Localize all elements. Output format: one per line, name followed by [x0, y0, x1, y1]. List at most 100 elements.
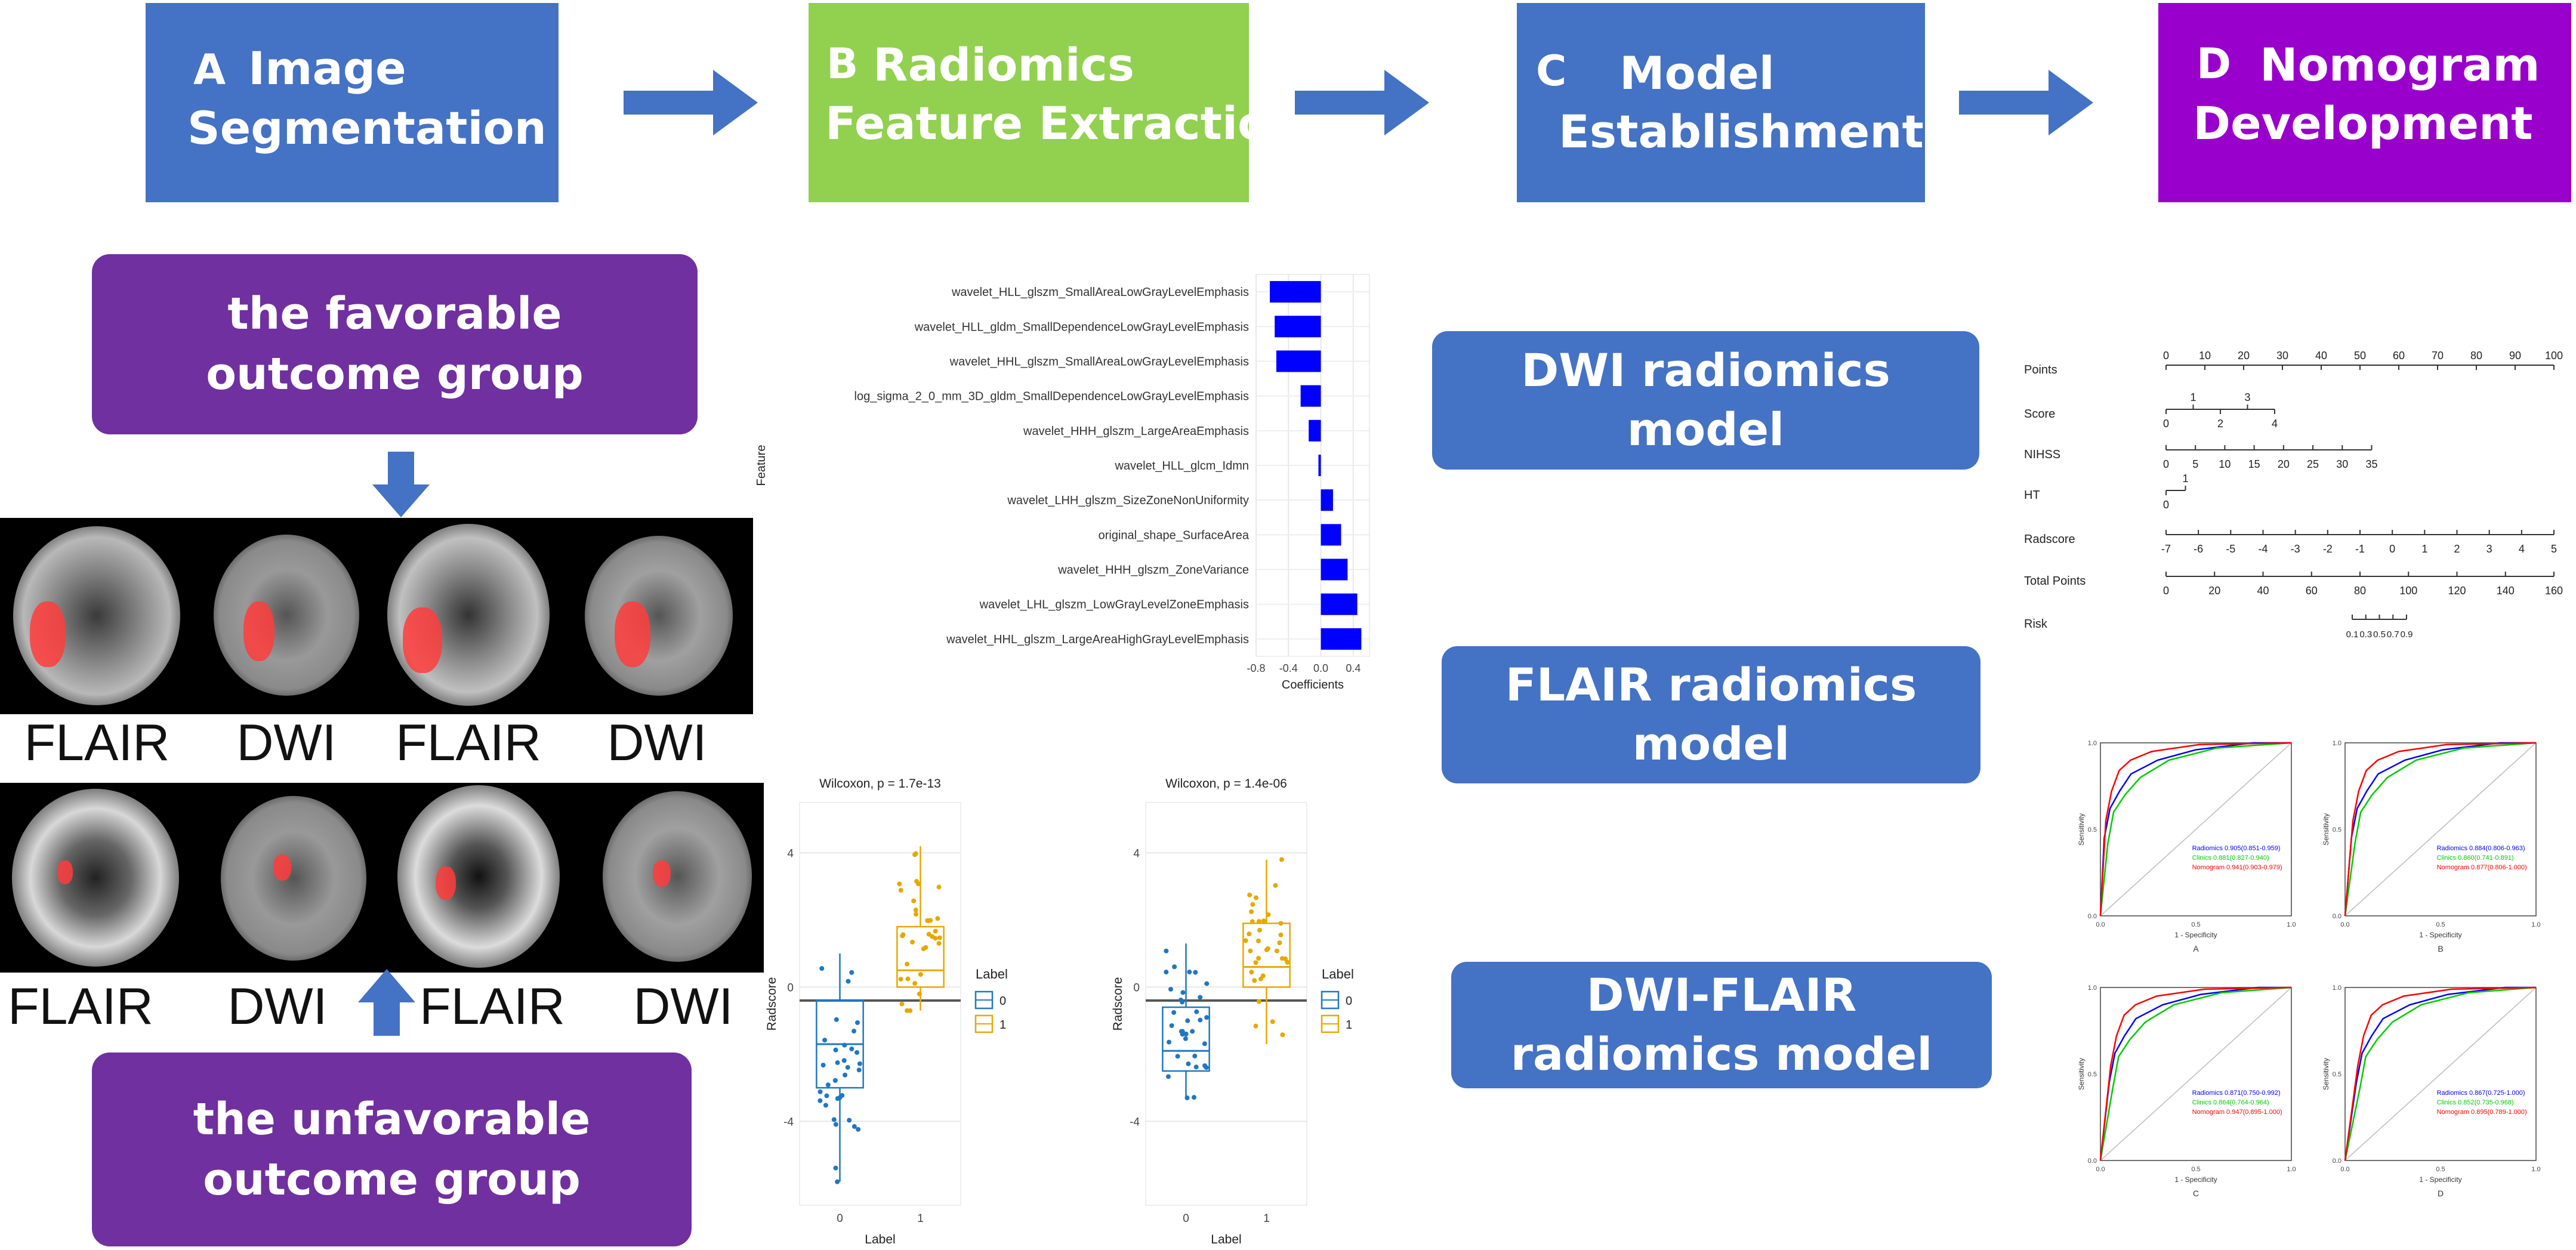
- data-point: [1253, 895, 1258, 900]
- mri-dwi-image: [591, 783, 764, 973]
- roc-tick-label: 0.5: [2333, 1071, 2341, 1078]
- feature-label: wavelet_HLL_glszm_SmallAreaLowGrayLevelE…: [951, 286, 1249, 299]
- coefficient-bar: [1321, 558, 1348, 581]
- data-point: [1193, 1064, 1199, 1070]
- nomogram-row-label: HT: [2024, 489, 2040, 502]
- data-point: [1186, 1061, 1191, 1067]
- coefficient-bar: [1321, 489, 1333, 511]
- data-point: [831, 1117, 837, 1122]
- mri-label: DWI: [633, 978, 733, 1035]
- roc-tick-label: 0.5: [2436, 921, 2445, 928]
- data-point: [1247, 892, 1252, 897]
- nomogram-row-label: Radscore: [2024, 533, 2075, 546]
- roc-y-label: Sensitivity: [2077, 1058, 2086, 1090]
- data-point: [936, 941, 942, 946]
- roc-tick-label: 1.0: [2088, 740, 2097, 747]
- stage-d-letter: D: [2196, 39, 2232, 88]
- data-point: [937, 935, 942, 940]
- data-point: [1247, 931, 1252, 937]
- roc-curve: [2344, 986, 2536, 1161]
- roc-tick-label: 1.0: [2531, 921, 2540, 928]
- data-point: [926, 931, 931, 937]
- data-point: [1180, 990, 1186, 995]
- nomogram-tick-label: 0: [2163, 350, 2169, 362]
- data-point: [1273, 882, 1278, 888]
- stage-b-line2: Feature Extraction: [825, 97, 1249, 150]
- unfavorable-group-line2: outcome group: [203, 1153, 581, 1205]
- nomogram-tick-label: 50: [2354, 350, 2366, 362]
- data-point: [1253, 960, 1258, 965]
- flair-model-line1: FLAIR radiomics: [1505, 658, 1917, 712]
- roc-y-label: Sensitivity: [2322, 813, 2330, 845]
- coefficient-bar: [1270, 281, 1321, 303]
- data-point: [1257, 927, 1263, 933]
- nomogram-tick-label: 20: [2238, 350, 2250, 362]
- data-point: [835, 1179, 840, 1184]
- feature-label: wavelet_LHL_glszm_LowGrayLevelZoneEmphas…: [979, 598, 1249, 612]
- data-point: [899, 1001, 905, 1007]
- data-point: [1171, 1010, 1177, 1015]
- data-point: [1204, 1015, 1210, 1020]
- data-point: [834, 1017, 839, 1022]
- roc-legend-label: Radiomics 0.871(0.750-0.992): [2192, 1089, 2281, 1097]
- nomogram-tick-label: 0: [2389, 543, 2395, 555]
- data-point: [930, 934, 935, 939]
- data-point: [854, 1020, 860, 1025]
- nomogram-tick-label: 5: [2192, 458, 2198, 470]
- data-point: [928, 918, 933, 923]
- roc-tick-label: 0.5: [2191, 1166, 2200, 1173]
- nomogram-tick-label: -5: [2226, 543, 2235, 555]
- box: [896, 925, 945, 988]
- data-point: [1243, 938, 1248, 943]
- feature-label: wavelet_HLL_gldm_SmallDependenceLowGrayL…: [914, 320, 1249, 334]
- nomogram-tick-label: -2: [2323, 543, 2333, 555]
- nomogram-row-label: Risk: [2024, 618, 2048, 631]
- feature-label: wavelet_LHH_glszm_SizeZoneNonUniformity: [1007, 494, 1249, 507]
- roc-tick-label: 0.0: [2340, 1166, 2349, 1173]
- nomogram-tick-label: 60: [2393, 350, 2405, 362]
- data-point: [1180, 1029, 1185, 1034]
- data-point: [1198, 995, 1203, 1000]
- roc-tick-label: 0.0: [2333, 913, 2341, 920]
- roc-legend-label: Radiomics 0.867(0.725-1.000): [2437, 1089, 2525, 1097]
- data-point: [1164, 948, 1169, 953]
- data-point: [908, 1008, 913, 1013]
- data-point: [1164, 970, 1169, 975]
- data-point: [917, 991, 922, 996]
- coefficient-bar: [1309, 419, 1321, 442]
- data-point: [833, 1122, 838, 1127]
- tick-label: 0.0: [1313, 662, 1328, 674]
- tick-label: -0.8: [1247, 662, 1265, 674]
- nomogram-tick-label: 0: [2163, 458, 2169, 470]
- data-point: [1266, 912, 1271, 918]
- chart-title: Wilcoxon, p = 1.7e-13: [819, 777, 941, 791]
- roc-curve: [2344, 986, 2537, 1161]
- data-point: [833, 1047, 838, 1053]
- mri-dwi-image: [561, 518, 753, 714]
- stage-c-line2: Establishment: [1559, 105, 1924, 158]
- data-point: [1202, 1063, 1208, 1069]
- roc-curve: [2099, 742, 2292, 916]
- mri-label: FLAIR: [396, 714, 541, 771]
- roc-panel-letter: A: [2193, 944, 2199, 953]
- legend-label: 1: [999, 1018, 1006, 1032]
- roc-curve: [2099, 742, 2292, 916]
- nomogram-tick-label: 1: [2182, 473, 2188, 484]
- data-point: [1270, 1019, 1275, 1024]
- title-bar: [800, 768, 961, 797]
- unfavorable-group-line1: the unfavorable: [193, 1093, 591, 1145]
- roc-tick-label: 0.0: [2096, 1166, 2105, 1173]
- data-point: [845, 1064, 850, 1070]
- data-point: [1192, 1053, 1198, 1058]
- mri-strip-unfavorable: [0, 783, 764, 973]
- roc-curve: [2344, 742, 2537, 916]
- data-point: [857, 1061, 862, 1066]
- data-point: [835, 1060, 840, 1066]
- nomogram-tick-label: 35: [2365, 458, 2377, 470]
- roc-legend-label: Radiomics 0.905(0.851-0.959): [2192, 845, 2281, 852]
- dwi-model-line2: model: [1627, 403, 1785, 456]
- box: [1242, 922, 1291, 988]
- arrow-right-icon: [1295, 70, 1429, 135]
